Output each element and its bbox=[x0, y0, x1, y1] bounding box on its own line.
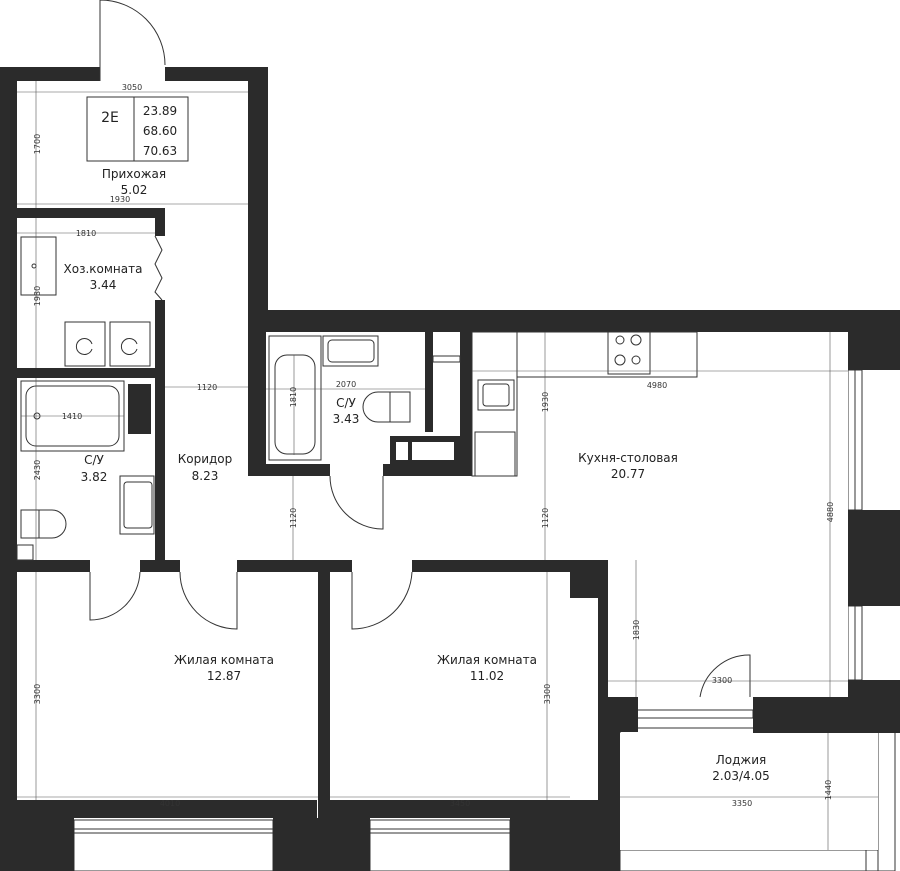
dim-label: 1410 bbox=[62, 412, 82, 421]
area-living: 23.89 bbox=[143, 104, 177, 118]
doors bbox=[89, 0, 751, 698]
dim-label: 2070 bbox=[336, 380, 356, 389]
dimension-labels: 3050 1700 1930 1810 1930 1120 1410 2430 … bbox=[33, 83, 835, 808]
dim-label: 3300 bbox=[33, 684, 42, 704]
room-area-loggia: 2.03/4.05 bbox=[712, 769, 769, 783]
room-area-kitchen: 20.77 bbox=[611, 467, 645, 481]
apartment-code: 2E bbox=[101, 110, 119, 126]
dim-label: 1930 bbox=[110, 195, 130, 204]
dim-label: 1120 bbox=[289, 508, 298, 528]
dim-label: 4010 bbox=[160, 799, 180, 808]
room-area-hallway: 5.02 bbox=[121, 183, 148, 197]
room-area-living1: 12.87 bbox=[207, 669, 241, 683]
dimension-lines bbox=[17, 81, 878, 850]
dim-label: 1810 bbox=[289, 387, 298, 407]
room-name-hallway: Прихожая bbox=[102, 167, 166, 181]
room-area-bath1: 3.82 bbox=[81, 470, 108, 484]
dim-label: 1930 bbox=[541, 392, 550, 412]
dim-label: 1700 bbox=[33, 134, 42, 154]
room-area-corridor: 8.23 bbox=[192, 469, 219, 483]
dim-label: 4980 bbox=[647, 381, 667, 390]
dim-label: 2430 bbox=[33, 460, 42, 480]
dim-label: 3050 bbox=[122, 83, 142, 92]
dim-label: 1440 bbox=[824, 780, 833, 800]
room-labels: Прихожая 5.02 Хоз.комната 3.44 С/У 3.82 … bbox=[64, 167, 770, 783]
room-area-utility: 3.44 bbox=[90, 278, 117, 292]
dim-label: 1120 bbox=[197, 383, 217, 392]
room-name-living1: Жилая комната bbox=[174, 653, 274, 667]
room-name-bath1: С/У bbox=[84, 453, 104, 467]
room-name-kitchen: Кухня-столовая bbox=[578, 451, 678, 465]
fixtures bbox=[16, 236, 698, 561]
dim-label: 1120 bbox=[541, 508, 550, 528]
dim-label: 3450 bbox=[450, 799, 470, 808]
room-name-utility: Хоз.комната bbox=[64, 262, 143, 276]
area-total: 68.60 bbox=[143, 124, 177, 138]
room-name-bath2: С/У bbox=[336, 396, 356, 410]
room-area-bath2: 3.43 bbox=[333, 412, 360, 426]
apartment-badge: 2E 23.89 68.60 70.63 bbox=[86, 96, 189, 162]
area-total-with-loggia: 70.63 bbox=[143, 144, 177, 158]
dim-label: 3300 bbox=[712, 676, 732, 685]
room-name-loggia: Лоджия bbox=[716, 753, 767, 767]
dim-label: 3350 bbox=[732, 799, 752, 808]
room-name-living2: Жилая комната bbox=[437, 653, 537, 667]
dim-label: 1930 bbox=[33, 286, 42, 306]
dim-label: 1810 bbox=[76, 229, 96, 238]
room-name-corridor: Коридор bbox=[178, 452, 233, 466]
dim-label: 3300 bbox=[543, 684, 552, 704]
room-area-living2: 11.02 bbox=[470, 669, 504, 683]
dim-label: 1830 bbox=[632, 620, 641, 640]
dim-label: 4880 bbox=[826, 502, 835, 522]
